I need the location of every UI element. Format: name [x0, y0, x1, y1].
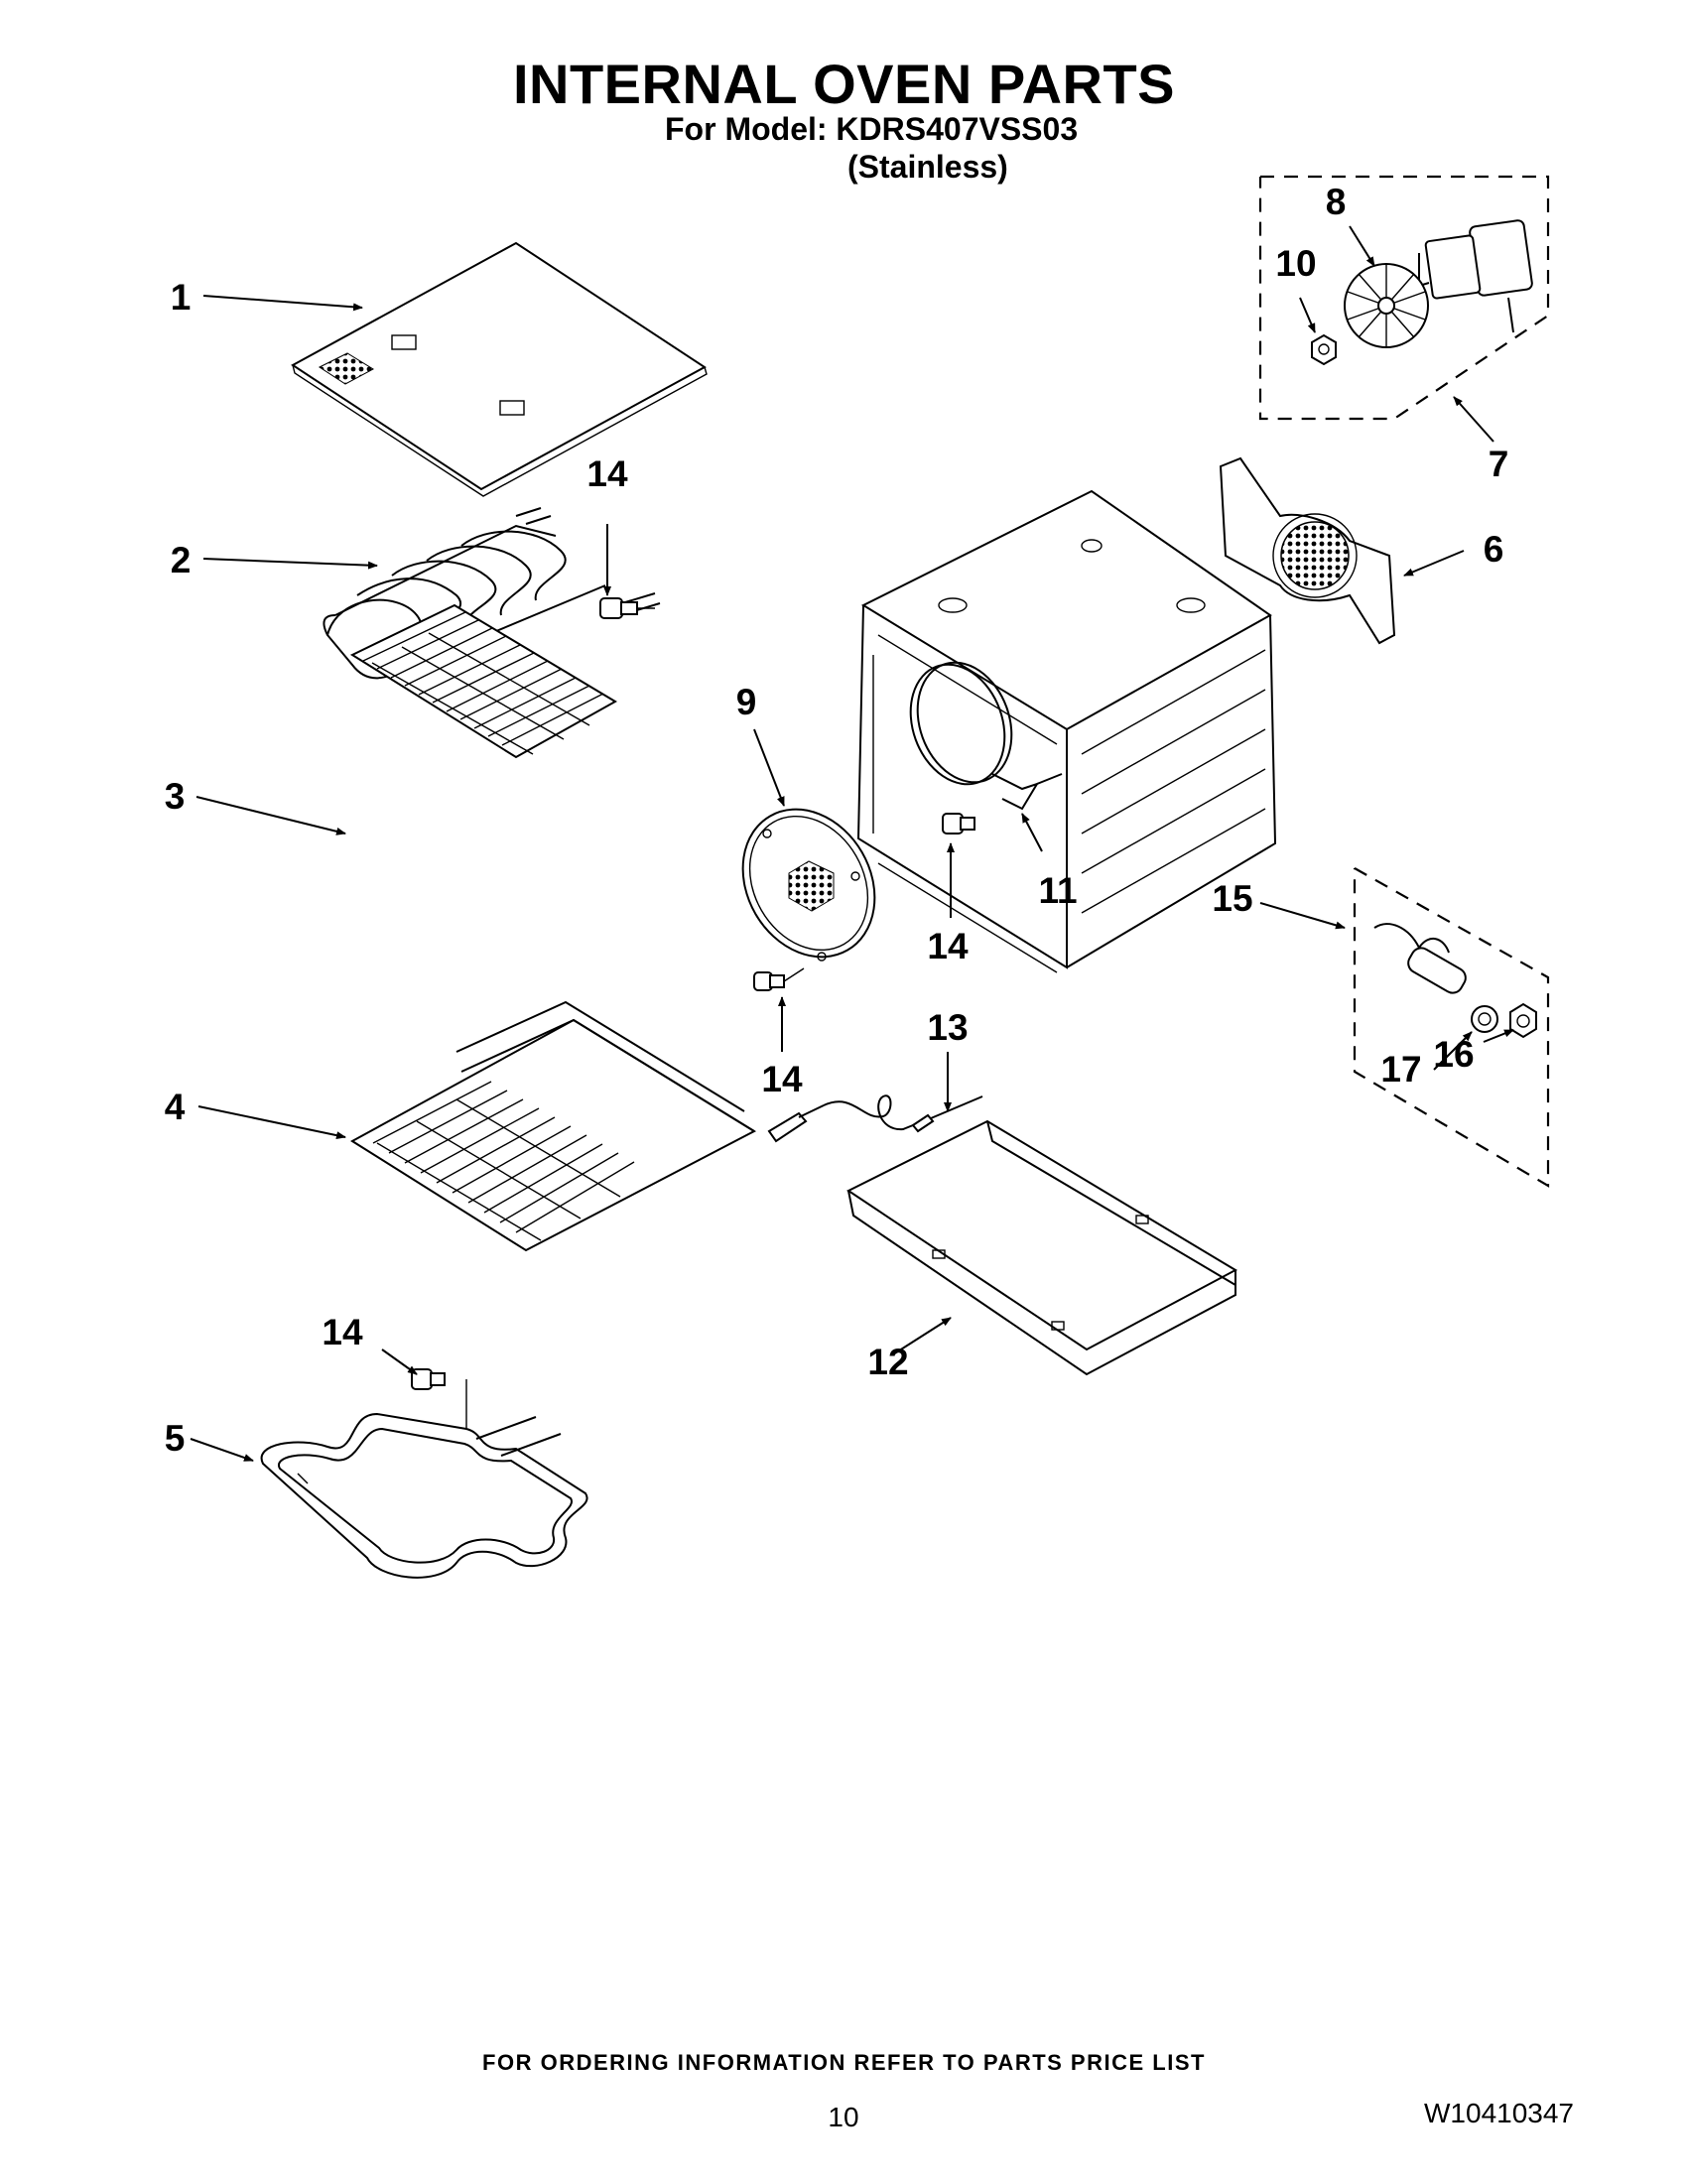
fan-cover-part	[741, 808, 876, 962]
callout-labels: 1 2 3 4 5 6 7 8 9 10 11 12 13 14 14 14 1…	[165, 182, 1509, 1459]
callout-12: 12	[867, 1342, 908, 1382]
page-number: 10	[828, 2102, 859, 2132]
hex-nut-part	[1509, 1002, 1537, 1039]
callout-9: 9	[736, 682, 757, 722]
motor-assembly-group	[1258, 175, 1550, 421]
page-title: INTERNAL OVEN PARTS	[512, 53, 1176, 115]
callout-14-broil: 14	[586, 453, 628, 494]
callout-4: 4	[165, 1087, 186, 1127]
nut-part	[1311, 333, 1337, 366]
ordering-note: FOR ORDERING INFORMATION REFER TO PARTS …	[482, 2050, 1206, 2075]
model-line: For Model: KDRS407VSS03	[665, 111, 1079, 147]
model-variant: (Stainless)	[847, 149, 1008, 185]
bake-element-part	[260, 1379, 588, 1579]
screw-part	[942, 813, 975, 835]
fan-baffle-part	[1219, 456, 1396, 645]
sensor-part	[1373, 923, 1467, 994]
callout-6: 6	[1484, 529, 1504, 570]
callout-1: 1	[171, 277, 192, 318]
document-number: W10410347	[1424, 2098, 1575, 2128]
oven-cavity-part	[856, 489, 1277, 973]
callout-2: 2	[171, 540, 192, 580]
thermal-fuse-group	[1353, 867, 1550, 1188]
bottom-tray-part	[846, 1119, 1238, 1376]
oven-rack-part	[349, 603, 617, 759]
callout-14-bake: 14	[322, 1312, 363, 1352]
screw-part	[599, 597, 655, 619]
callout-10: 10	[1275, 243, 1316, 284]
callout-7: 7	[1489, 444, 1509, 484]
washer-part	[1471, 1005, 1498, 1033]
callout-16: 16	[1433, 1034, 1474, 1075]
callout-17: 17	[1380, 1049, 1421, 1090]
fan-blade-part	[1344, 263, 1429, 348]
callout-14-cavity: 14	[927, 926, 969, 966]
temperature-probe-part	[767, 1094, 983, 1143]
callout-arrows	[190, 225, 1514, 1462]
callout-13: 13	[927, 1007, 968, 1048]
callout-3: 3	[165, 776, 186, 817]
callout-11: 11	[1038, 870, 1077, 911]
top-panel-part	[291, 241, 708, 497]
callout-14-fan-cover: 14	[761, 1059, 803, 1099]
convection-element-part	[909, 661, 1063, 811]
extension-rack-part	[350, 1000, 757, 1252]
screw-part	[753, 967, 805, 991]
callout-15: 15	[1212, 878, 1252, 919]
callout-8: 8	[1326, 182, 1347, 222]
callout-5: 5	[165, 1418, 186, 1459]
screw-part	[411, 1368, 446, 1390]
